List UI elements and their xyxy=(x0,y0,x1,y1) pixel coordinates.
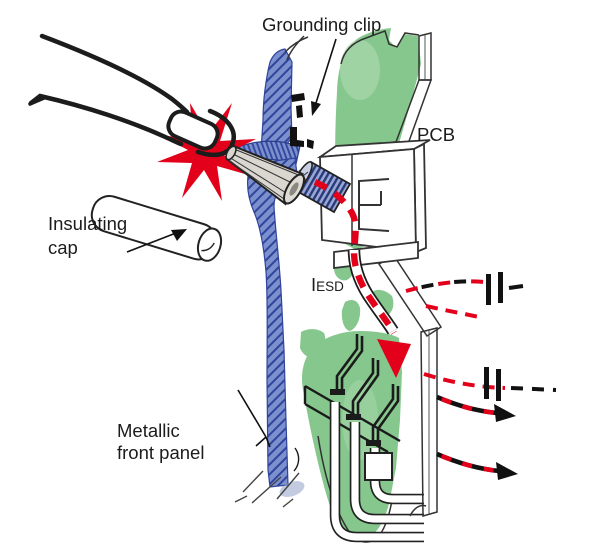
pcb-label: PCB xyxy=(417,124,455,145)
insulating-cap-illustration xyxy=(90,195,223,262)
metallic-panel-label-line1: Metallic xyxy=(117,420,180,441)
capacitor-symbol-top xyxy=(486,272,524,305)
insulating-cap-callout: Insulating cap xyxy=(48,213,187,258)
connector-pins xyxy=(329,402,424,543)
insulating-cap-arrowhead xyxy=(171,229,187,241)
coupling-arrow-top xyxy=(436,394,516,422)
esd-current-arrowhead xyxy=(377,339,411,378)
field-line-short xyxy=(425,304,480,319)
grounding-clip-arrow xyxy=(315,38,337,104)
connector-cone xyxy=(225,145,306,206)
field-line-top xyxy=(405,279,485,293)
metallic-panel-label-line2: front panel xyxy=(117,442,204,463)
insulating-cap-arrow xyxy=(126,232,177,253)
coupling-arrow-bottom xyxy=(436,451,518,480)
metallic-panel-callout: Metallic front panel xyxy=(117,389,271,463)
grounding-clip-label: Grounding clip xyxy=(262,14,381,35)
field-line-bottom-red xyxy=(423,372,506,390)
esd-current-path xyxy=(313,179,411,378)
insulating-cap-label-line2: cap xyxy=(48,237,78,258)
finger-illustration xyxy=(28,33,236,158)
pcb-right-edge xyxy=(409,327,438,517)
metallic-panel-leader xyxy=(237,389,271,448)
panel-break-marks xyxy=(234,470,300,508)
field-line-bottom-black xyxy=(510,386,557,392)
insulating-cap-label-line1: Insulating xyxy=(48,213,127,234)
capacitor-symbol-bottom xyxy=(484,367,501,401)
grounding-clip-arrowhead xyxy=(311,101,321,116)
grounding-clip-leader xyxy=(286,35,305,61)
grounding-clip-marks xyxy=(290,93,314,149)
grounding-clip-callout: Grounding clip xyxy=(262,14,381,116)
esd-current-label: IESD xyxy=(311,274,344,295)
contact-zigzags xyxy=(293,334,401,472)
